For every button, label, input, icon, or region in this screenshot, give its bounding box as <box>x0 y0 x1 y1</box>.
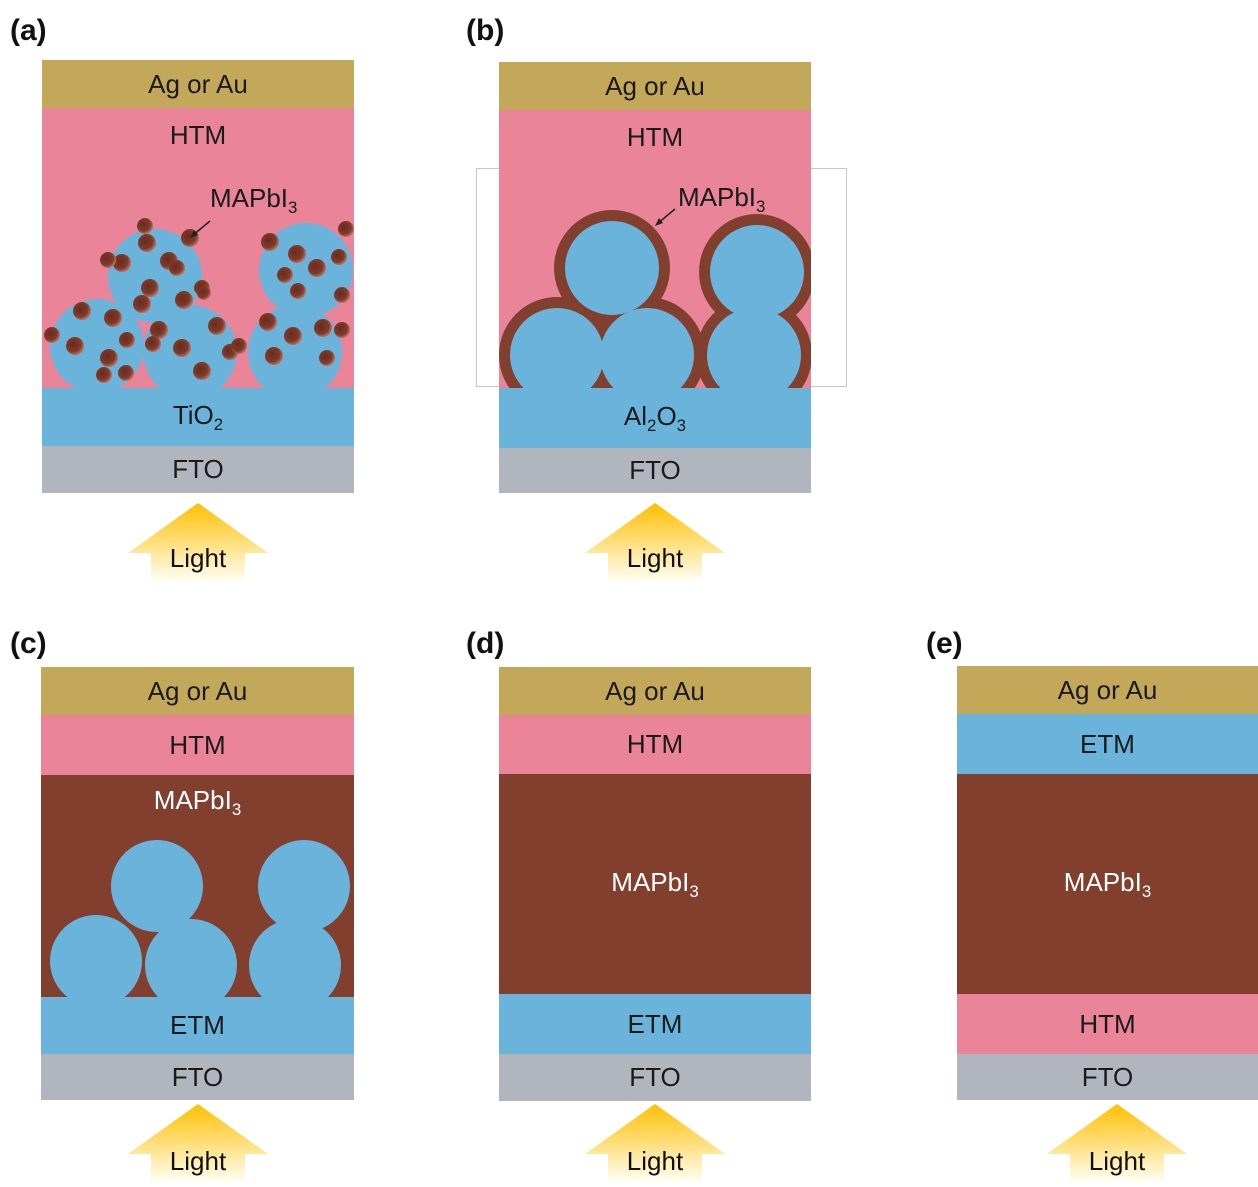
metal-label: Ag or Au <box>147 675 248 706</box>
htm-label-wrap: HTM <box>499 115 811 159</box>
metal-layer: Ag or Au <box>41 667 354 715</box>
metal-label: Ag or Au <box>148 68 248 99</box>
htm-layer: HTM <box>499 715 811 774</box>
etm-layer: TiO2 <box>42 388 354 446</box>
light-label: Light <box>1088 1146 1146 1176</box>
metal-label: Ag or Au <box>1057 674 1158 705</box>
htm-layer: HTM <box>957 994 1258 1054</box>
light-arrow: Light <box>128 503 268 581</box>
fto-label: FTO <box>1081 1061 1134 1092</box>
etm-label: ETM <box>170 1010 225 1040</box>
fto-label: FTO <box>171 1061 224 1092</box>
htm-label-wrap: HTM <box>42 113 354 157</box>
light-label: Light <box>169 543 227 573</box>
fto-layer: FTO <box>42 446 354 493</box>
panel-c-label: (c) <box>10 627 47 660</box>
htm-label: HTM <box>169 729 226 760</box>
htm-label: HTM <box>1079 1008 1136 1039</box>
scaffold-layer: Al2O3 <box>499 388 811 448</box>
coated-alumina-particles <box>499 110 811 388</box>
perovskite-layer: MAPbI3 <box>499 774 811 994</box>
panel-a-label: (a) <box>10 14 47 47</box>
metal-layer: Ag or Au <box>499 62 811 110</box>
htm-layer: HTM <box>41 715 354 775</box>
perovskite-label-wrap: MAPbI3 <box>41 782 354 822</box>
perovskite-label-wrap: MAPbI3 <box>210 182 320 218</box>
perovskite-layer: MAPbI3 <box>957 774 1258 994</box>
light-label: Light <box>626 543 684 573</box>
metal-layer: Ag or Au <box>42 60 354 108</box>
metal-layer: Ag or Au <box>957 666 1258 714</box>
htm-label: HTM <box>626 729 684 759</box>
fto-layer: FTO <box>957 1054 1258 1100</box>
fto-layer: FTO <box>499 448 811 493</box>
light-arrow: Light <box>1047 1104 1187 1182</box>
light-arrow: Light <box>585 503 725 581</box>
perovskite-label: MAPbI3 <box>611 866 699 901</box>
panel-d-label: (d) <box>466 627 505 660</box>
htm-label: HTM <box>169 119 227 150</box>
perovskite-label-wrap: MAPbI3 <box>678 181 788 217</box>
etm-layer: ETM <box>41 997 354 1054</box>
fto-label: FTO <box>629 1062 681 1092</box>
perovskite-label: MAPbI3 <box>678 181 766 216</box>
perovskite-label: MAPbI3 <box>210 182 298 217</box>
fto-label: FTO <box>629 455 681 485</box>
light-arrow: Light <box>585 1104 725 1182</box>
mesoporous-etm-particles <box>41 775 354 997</box>
etm-label: ETM <box>627 1008 683 1039</box>
perovskite-label: MAPbI3 <box>153 784 242 819</box>
light-label: Light <box>626 1146 684 1176</box>
perovskite-label: MAPbI3 <box>1063 866 1152 901</box>
scaffold-label: Al2O3 <box>623 400 687 435</box>
mesoporous-tio2-particles <box>42 108 354 388</box>
metal-layer: Ag or Au <box>499 667 811 715</box>
fto-label: FTO <box>172 454 224 484</box>
light-arrow: Light <box>128 1104 268 1182</box>
panel-b-label: (b) <box>466 14 505 47</box>
etm-layer: ETM <box>499 994 811 1054</box>
fto-layer: FTO <box>41 1054 354 1100</box>
fto-layer: FTO <box>499 1054 811 1101</box>
etm-layer: ETM <box>957 714 1258 774</box>
panel-e-label: (e) <box>926 627 963 660</box>
htm-label: HTM <box>626 121 684 152</box>
etm-label: TiO2 <box>172 399 224 434</box>
metal-label: Ag or Au <box>605 70 705 101</box>
light-label: Light <box>169 1146 227 1176</box>
metal-label: Ag or Au <box>605 675 705 706</box>
etm-label: ETM <box>1080 728 1135 759</box>
